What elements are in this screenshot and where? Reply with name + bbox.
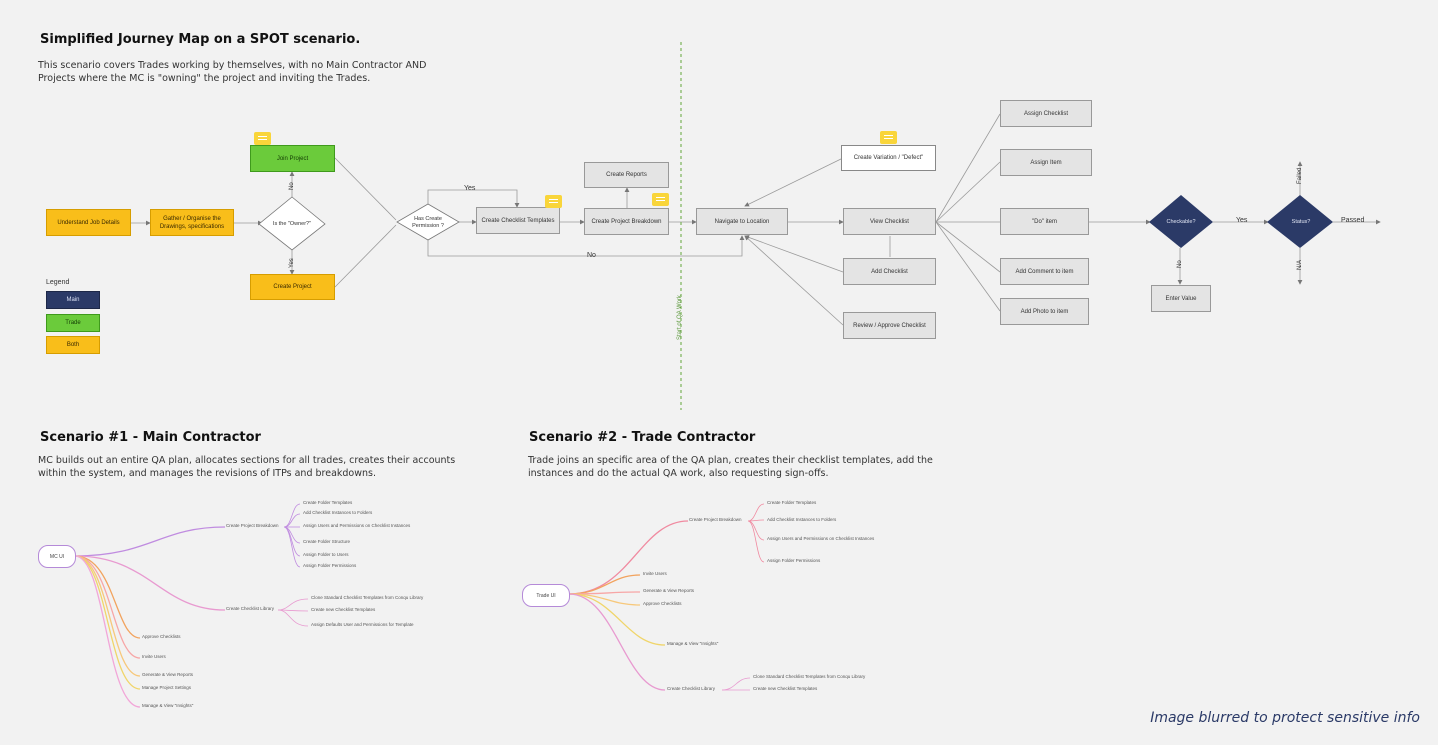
node-assign-item[interactable]: Assign Item	[1000, 149, 1092, 176]
mindmap-node[interactable]: Create new Checklist Templates	[753, 686, 818, 691]
mindmap-node[interactable]: Invite Users	[142, 654, 166, 659]
desc-line: within the system, and manages the revis…	[38, 468, 376, 479]
scenario1-title: Scenario #1 - Main Contractor	[40, 430, 261, 445]
mindmap-node[interactable]: Manage & View "Insights"	[142, 703, 194, 708]
node-do-item[interactable]: "Do" item	[1000, 208, 1089, 235]
node-has-permission-label[interactable]: Has Create Permission ?	[412, 216, 444, 229]
edge-label-yes: Yes	[1236, 217, 1248, 224]
edge-label-yes: Yes	[464, 185, 476, 192]
node-create-breakdown[interactable]: Create Project Breakdown	[584, 208, 669, 235]
legend-title: Legend	[46, 279, 70, 286]
mindmap-node[interactable]: Assign Users and Permissions on Checklis…	[767, 536, 875, 541]
mindmap-node[interactable]: Create Project Breakdown	[226, 523, 279, 528]
comment-note-icon[interactable]	[652, 193, 669, 206]
scenario2-root-node[interactable]: Trade UI	[522, 584, 570, 607]
node-create-reports[interactable]: Create Reports	[584, 162, 669, 188]
mindmap-node[interactable]: Assign Folder Permissions	[767, 558, 821, 563]
legend-main: Main	[46, 291, 100, 309]
journey-description: This scenario covers Trades working by t…	[38, 59, 426, 85]
node-gather-drawings[interactable]: Gather / Organise the Drawings, specific…	[150, 209, 234, 236]
mindmap-node[interactable]: Create Folder Templates	[303, 500, 353, 505]
node-status-label[interactable]: Status?	[1291, 218, 1311, 225]
comment-note-icon[interactable]	[880, 131, 897, 144]
mindmap-node[interactable]: Add Checklist Instances to Folders	[303, 510, 373, 515]
node-navigate-location[interactable]: Navigate to Location	[696, 208, 788, 235]
mindmap-node[interactable]: Assign Folder Permissions	[303, 563, 357, 568]
mindmap-node[interactable]: Clone Standard Checklist Templates from …	[753, 674, 866, 679]
desc-line: MC builds out an entire QA plan, allocat…	[38, 455, 456, 466]
mindmap-node[interactable]: Create Project Breakdown	[689, 517, 742, 522]
node-understand-job[interactable]: Understand Job Details	[46, 209, 131, 236]
desc-line: Trade joins an specific area of the QA p…	[528, 455, 933, 466]
desc-line: This scenario covers Trades working by t…	[38, 60, 427, 71]
node-create-templates[interactable]: Create Checklist Templates	[476, 207, 560, 234]
mindmap-node[interactable]: Assign Defaults User and Permissions for…	[311, 622, 414, 627]
scenario2-description: Trade joins an specific area of the QA p…	[528, 454, 933, 480]
mindmap-node[interactable]: Approve Checklists	[142, 634, 181, 639]
desc-line: instances and do the actual QA work, als…	[528, 468, 829, 479]
legend-both: Both	[46, 336, 100, 354]
mindmap-node[interactable]: Generate & View Reports	[142, 672, 193, 677]
mindmap-node[interactable]: Approve Checklists	[643, 601, 682, 606]
scenario1-root-node[interactable]: MC UI	[38, 545, 76, 568]
comment-note-icon[interactable]	[254, 132, 271, 145]
node-is-owner-label[interactable]: Is the "Owner?"	[272, 220, 312, 227]
edge-label-passed: Passed	[1341, 217, 1365, 224]
mindmap-node[interactable]: Create Checklist Library	[667, 686, 716, 691]
blur-notice: Image blurred to protect sensitive info	[1150, 710, 1420, 726]
mindmap-node[interactable]: Manage & View "Insights"	[667, 641, 719, 646]
edge-label-no: No	[587, 252, 596, 259]
mindmap-node[interactable]: Generate & View Reports	[643, 588, 694, 593]
journey-title: Simplified Journey Map on a SPOT scenari…	[40, 32, 361, 47]
mindmap-node[interactable]: Assign Users and Permissions on Checklis…	[303, 523, 411, 528]
node-view-checklist[interactable]: View Checklist	[843, 208, 936, 235]
node-assign-checklist[interactable]: Assign Checklist	[1000, 100, 1092, 127]
comment-note-icon[interactable]	[545, 195, 562, 208]
mindmap-node[interactable]: Add Checklist Instances to Folders	[767, 517, 837, 522]
node-create-project[interactable]: Create Project	[250, 274, 335, 300]
checkable-diamond	[1149, 195, 1213, 248]
status-diamond	[1267, 195, 1333, 248]
scenario2-title: Scenario #2 - Trade Contractor	[529, 430, 756, 445]
mindmap-node[interactable]: Create new Checklist Templates	[311, 607, 376, 612]
scenario1-description: MC builds out an entire QA plan, allocat…	[38, 454, 455, 480]
mindmap-node[interactable]: Clone Standard Checklist Templates from …	[311, 595, 424, 600]
node-add-comment[interactable]: Add Comment to item	[1000, 258, 1089, 285]
is-owner-diamond	[258, 196, 326, 251]
mindmap-node[interactable]: Create Folder Structure	[303, 539, 351, 544]
legend-trade: Trade	[46, 314, 100, 332]
mindmap-node[interactable]: Assign Folder to Users	[303, 552, 349, 557]
mindmap-node[interactable]: Create Folder Templates	[767, 500, 817, 505]
node-join-project[interactable]: Join Project	[250, 145, 335, 172]
mindmap-node[interactable]: Create Checklist Library	[226, 606, 275, 611]
mindmap-node[interactable]: Manage Project Settings	[142, 685, 192, 690]
node-review-approve[interactable]: Review / Approve Checklist	[843, 312, 936, 339]
node-create-variation[interactable]: Create Variation / "Defect"	[841, 145, 936, 171]
node-enter-value[interactable]: Enter Value	[1151, 285, 1211, 312]
mindmap-node[interactable]: Invite Users	[643, 571, 667, 576]
node-checkable-label[interactable]: Checkable?	[1166, 218, 1196, 225]
has-permission-diamond	[396, 203, 460, 241]
node-add-checklist[interactable]: Add Checklist	[843, 258, 936, 285]
node-add-photo[interactable]: Add Photo to item	[1000, 298, 1089, 325]
desc-line: Projects where the MC is "owning" the pr…	[38, 73, 371, 84]
